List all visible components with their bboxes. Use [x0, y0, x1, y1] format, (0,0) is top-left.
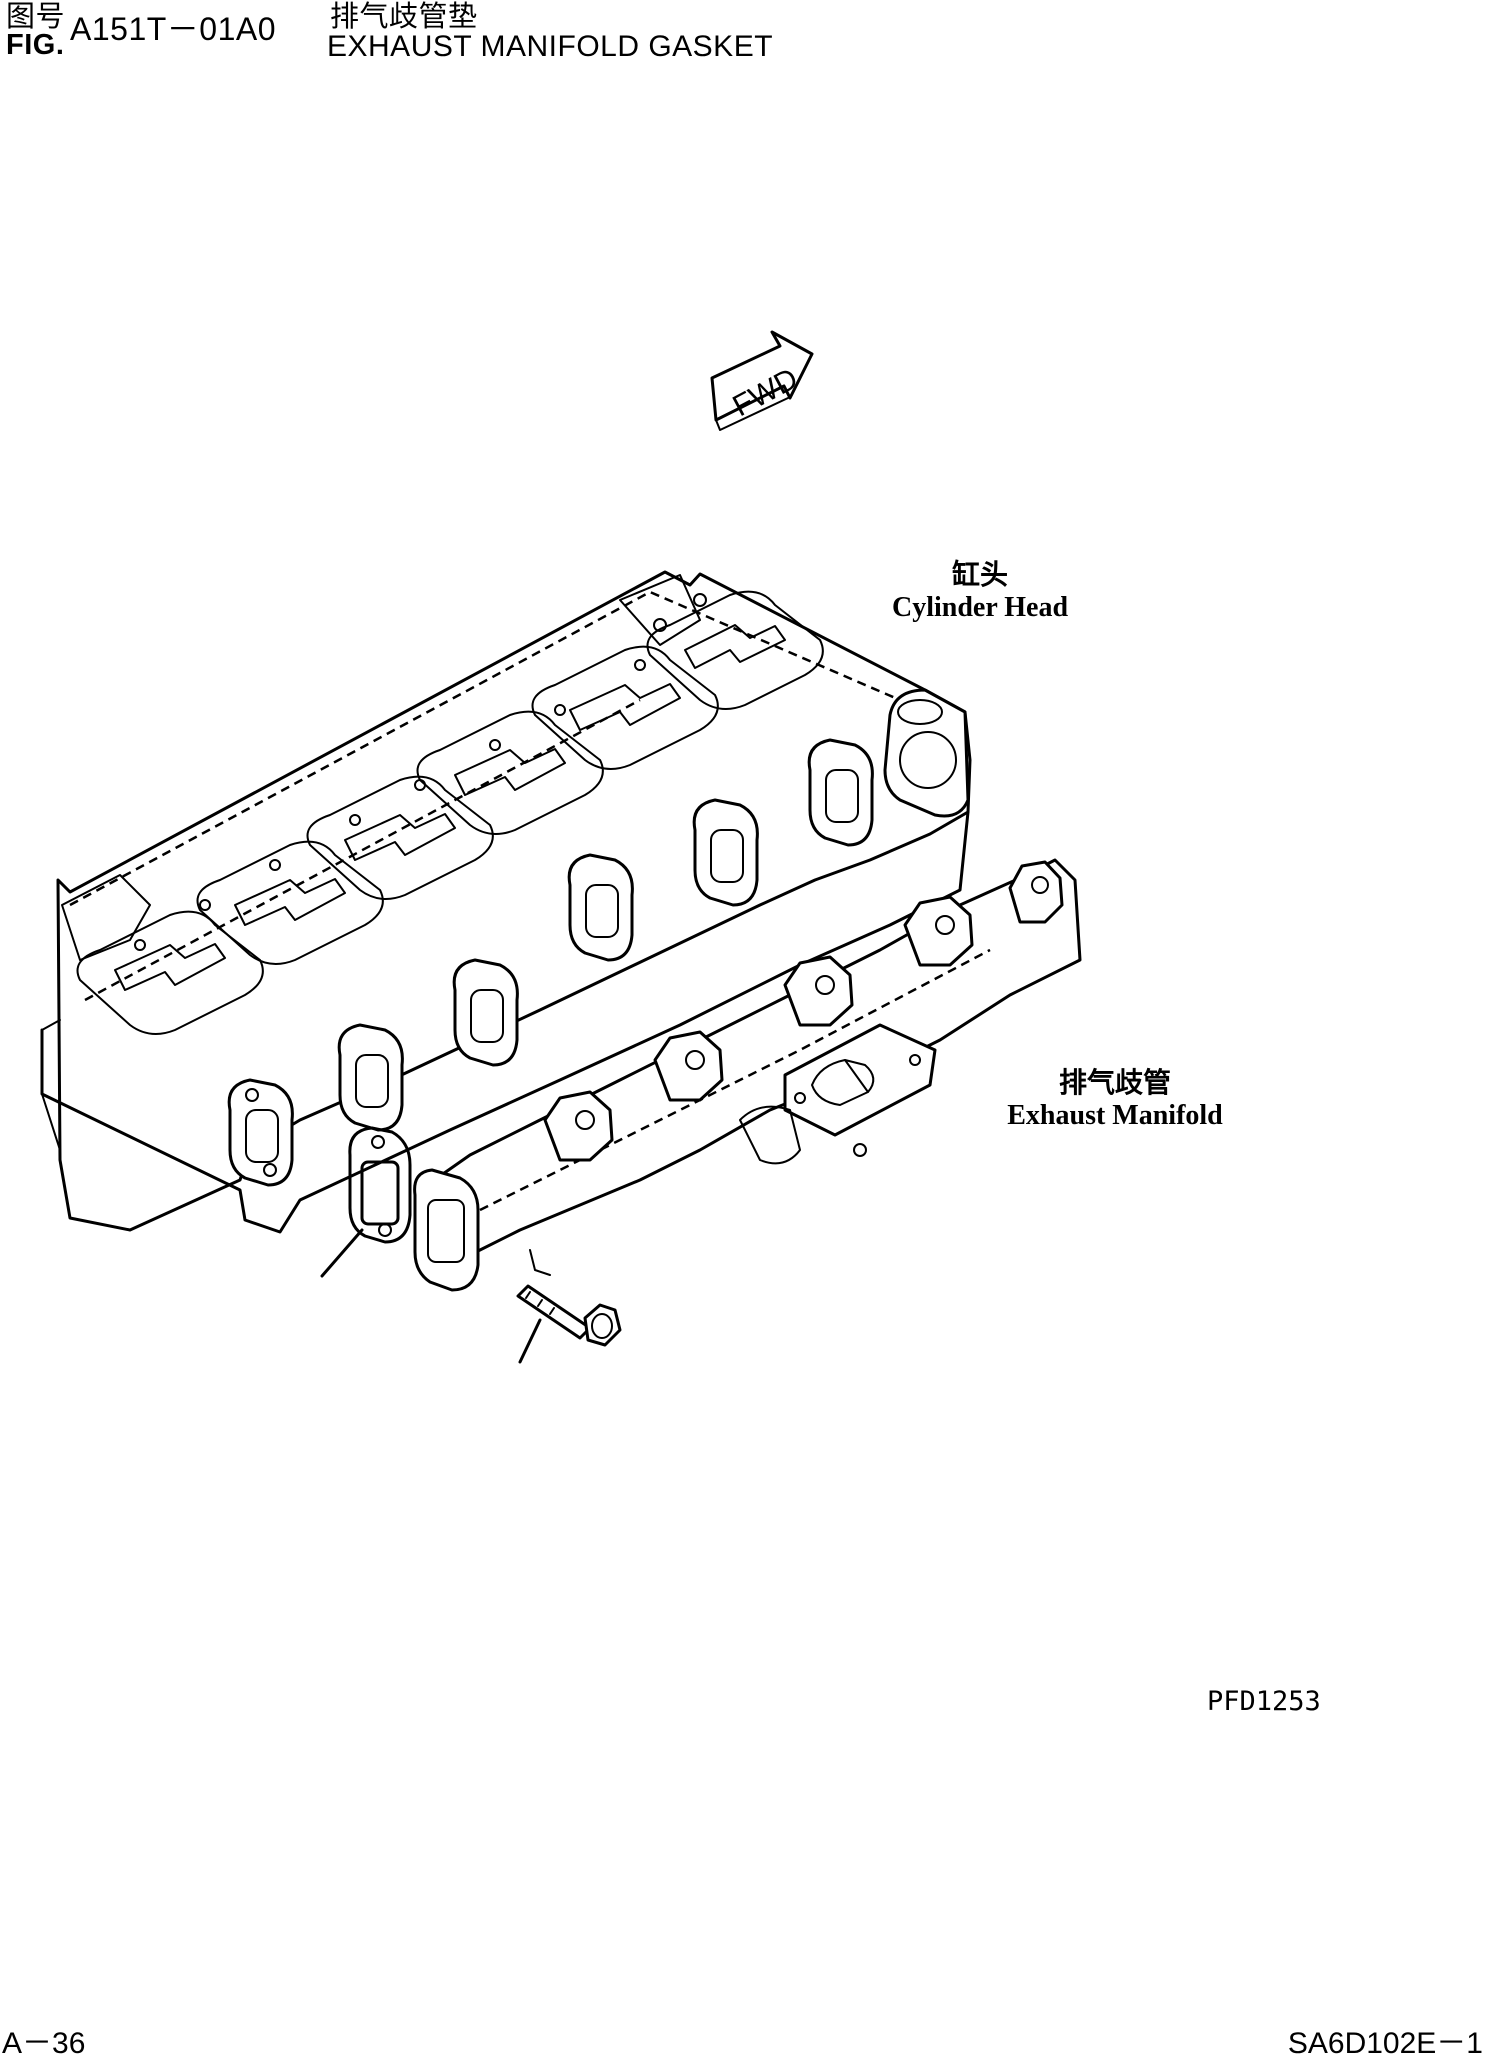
- flange-bolt-drawing: [516, 1284, 622, 1364]
- exhaust-manifold-drawing: [413, 858, 1082, 1292]
- cylinder-head-label: 缸头 Cylinder Head: [870, 560, 1090, 624]
- title-en: EXHAUST MANIFOLD GASKET: [327, 30, 774, 63]
- title-cn: 排气歧管垫: [330, 1, 478, 33]
- exhaust-manifold-gasket-drawing: [320, 1126, 412, 1278]
- exhaust-manifold-label: 排气歧管 Exhaust Manifold: [975, 1068, 1255, 1132]
- cylinder-head-label-en: Cylinder Head: [891, 592, 1069, 623]
- fwd-label: FWD: [728, 362, 804, 423]
- fwd-arrow-icon: FWD: [710, 330, 814, 431]
- drawing-code: PFD1253: [1207, 1686, 1321, 1717]
- fig-label-cn: 图号: [6, 1, 66, 33]
- cylinder-head-label-cn: 缸头: [951, 560, 1008, 591]
- exhaust-manifold-label-en: Exhaust Manifold: [1007, 1100, 1223, 1131]
- exhaust-manifold-label-cn: 排气歧管: [1058, 1068, 1171, 1099]
- page-number: A－36: [2, 2027, 86, 2060]
- fig-label-en: FIG.: [6, 29, 65, 61]
- model-code: SA6D102E－1: [1287, 2027, 1483, 2060]
- figure-number: A151T－01A0: [70, 11, 277, 47]
- cylinder-head-drawing: [40, 570, 972, 1234]
